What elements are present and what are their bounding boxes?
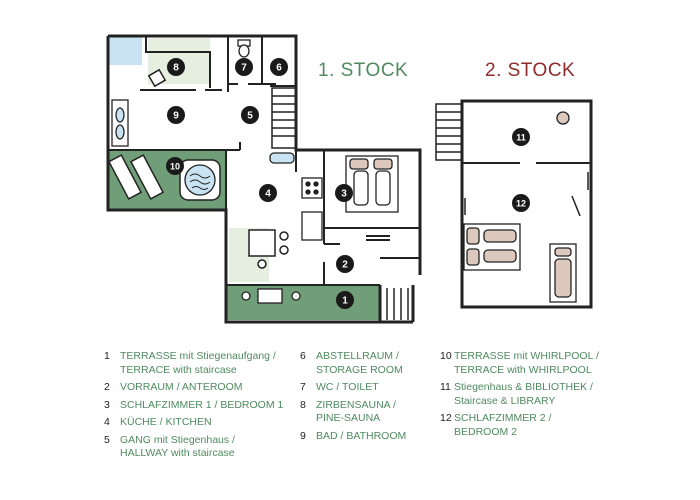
room-marker-number: 7 [241, 63, 247, 74]
room-marker-number: 5 [247, 111, 253, 122]
legend-number: 10 [440, 350, 452, 362]
bedroom2-bed-single [549, 243, 577, 303]
room-marker-7: 7 [235, 58, 253, 76]
window-marks [464, 172, 589, 217]
room-marker-number: 8 [173, 63, 179, 74]
legend-item-7: 7 WC / TOILET [300, 381, 435, 395]
sauna-stove [147, 68, 167, 88]
legend-item-6: 6 ABSTELLRAUM /STORAGE ROOM [300, 350, 435, 377]
legend-label-primary: WC / TOILET [316, 381, 379, 393]
legend-label-secondary: STORAGE ROOM [316, 363, 403, 376]
room-marker-number: 1 [342, 296, 348, 307]
second-floor-title: 2. STOCK [485, 60, 576, 81]
legend-label-secondary: TERRACE with staircase [120, 363, 237, 376]
room-marker-number: 6 [276, 63, 282, 74]
room-marker-2: 2 [336, 255, 354, 273]
legend-item-2: 2 VORRAUM / ANTEROOM [104, 381, 294, 395]
first-floor-title: 1. STOCK [318, 60, 409, 81]
legend-item-8: 8 ZIRBENSAUNA /PINE-SAUNA [300, 399, 435, 426]
legend-number: 9 [300, 429, 306, 442]
room-marker-1: 1 [336, 291, 354, 309]
legend-label-secondary: TERRACE with WHIRLPOOL [454, 363, 592, 376]
second-floor-plan [435, 99, 593, 309]
bathroom-fixtures [111, 99, 129, 147]
legend-number: 3 [104, 398, 110, 411]
legend-number: 1 [104, 350, 110, 362]
room-marker-number: 2 [342, 260, 348, 271]
legend-number: 12 [440, 412, 452, 424]
legend-number: 4 [104, 416, 110, 428]
legend-label-primary: ABSTELLRAUM / [316, 350, 399, 362]
room-marker-12: 12 [512, 194, 530, 212]
room-marker-number: 10 [170, 162, 180, 172]
bedroom2-bed-large [463, 223, 521, 271]
room-marker-11: 11 [512, 128, 530, 146]
legend-label-secondary: Staircase & LIBRARY [454, 394, 556, 407]
legend-item-5: 5 GANG mit Stiegenhaus /HALLWAY with stai… [104, 434, 294, 461]
dining-table [248, 229, 289, 269]
legend-label-primary: BAD / BATHROOM [316, 429, 407, 442]
legend-label-primary: GANG mit Stiegenhaus / [120, 433, 235, 446]
terrace-staircase [386, 288, 409, 320]
room-marker-number: 9 [173, 111, 179, 122]
room-marker-4: 4 [259, 184, 277, 202]
room-marker-10: 10 [166, 157, 184, 175]
legend-label-secondary: HALLWAY with staircase [120, 447, 235, 459]
library-staircase [435, 103, 463, 161]
room-marker-5: 5 [241, 106, 259, 124]
legend-label-primary: ZIRBENSAUNA / [316, 398, 396, 411]
room-marker-number: 11 [516, 133, 526, 143]
legend-item-3: 3 SCHLAFZIMMER 1 / BEDROOM 1 [104, 399, 294, 413]
legend-number: 2 [104, 381, 110, 393]
legend-item-1: 1 TERRASSE mit Stiegenaufgang /TERRACE wi… [104, 350, 294, 377]
library-chair [556, 111, 570, 125]
bedroom1-bed [345, 155, 399, 213]
second-floor-outer-walls [460, 99, 593, 309]
legend-label-primary: VORRAUM / ANTEROOM [120, 381, 243, 393]
terrace-loungers [107, 154, 165, 200]
first-floor-plan [106, 34, 422, 324]
lower-terrace-area [226, 285, 380, 320]
legend-label-primary: TERRASSE mit WHIRLPOOL / [454, 350, 599, 362]
legend-number: 8 [300, 398, 306, 411]
whirlpool [179, 159, 221, 201]
legend-label-primary: Stiegenhaus & BIBLIOTHEK / [454, 381, 593, 393]
legend-label-primary: SCHLAFZIMMER 2 / [454, 412, 552, 424]
legend-label-primary: KÜCHE / KITCHEN [120, 416, 212, 428]
legend-label-primary: SCHLAFZIMMER 1 / BEDROOM 1 [120, 398, 284, 411]
room-marker-number: 3 [341, 189, 347, 200]
legend-label-primary: TERRASSE mit Stiegenaufgang / [120, 350, 276, 362]
first-floor-inner-walls [108, 36, 420, 286]
room-marker-6: 6 [270, 58, 288, 76]
lower-terrace-furniture [241, 288, 301, 304]
legend-number: 5 [104, 433, 110, 446]
hallway-staircase [271, 87, 297, 149]
legend-item-9: 9 BAD / BATHROOM [300, 430, 435, 444]
legend-item-4: 4 KÜCHE / KITCHEN [104, 416, 294, 430]
kitchen-fixtures [269, 152, 323, 241]
legend-label-secondary: PINE-SAUNA [316, 412, 381, 424]
shower-area [108, 37, 142, 65]
room-marker-3: 3 [335, 184, 353, 202]
legend-label-secondary: BEDROOM 2 [454, 425, 518, 438]
legend-number: 11 [440, 381, 451, 393]
room-marker-9: 9 [167, 106, 185, 124]
room-marker-number: 4 [265, 189, 271, 200]
room-marker-number: 12 [516, 199, 526, 209]
toilet-fixture [237, 39, 251, 58]
legend-number: 7 [300, 381, 306, 393]
legend-number: 6 [300, 350, 306, 362]
legend-column-1: 1 TERRASSE mit Stiegenaufgang /TERRACE wi… [104, 350, 294, 465]
room-marker-8: 8 [167, 58, 185, 76]
